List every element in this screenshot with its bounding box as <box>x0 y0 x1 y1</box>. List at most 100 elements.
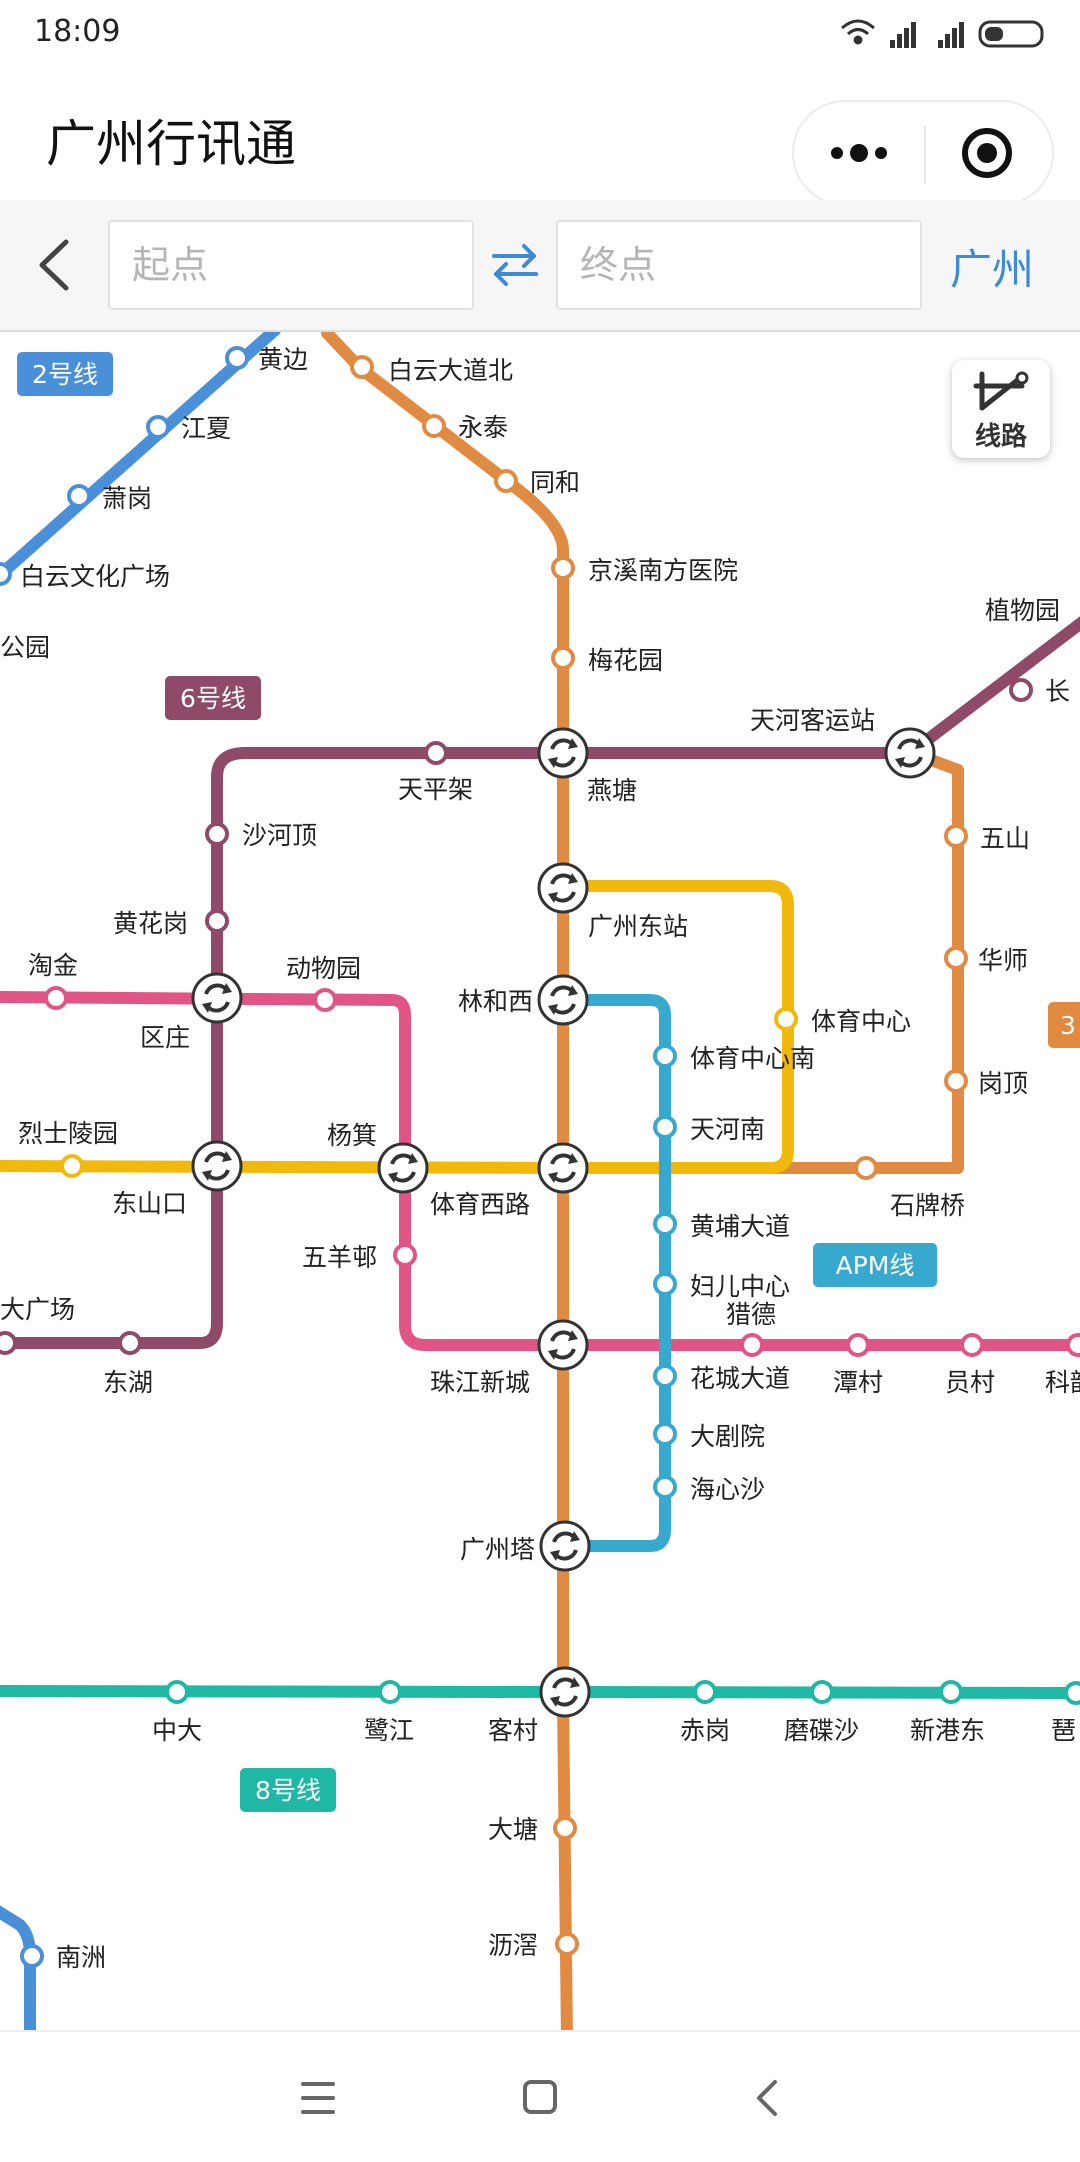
station-label[interactable]: 体育中心 <box>811 1007 911 1036</box>
back-icon[interactable] <box>733 2062 803 2132</box>
station-label[interactable]: 琶 <box>1051 1716 1076 1745</box>
station-label[interactable]: 华师 <box>978 946 1028 975</box>
station-node[interactable] <box>225 346 249 370</box>
station-node[interactable] <box>424 741 448 765</box>
station-node[interactable] <box>60 1154 84 1178</box>
swap-icon[interactable] <box>488 242 542 288</box>
station-label[interactable]: 萧岗 <box>102 484 152 513</box>
station-node[interactable] <box>740 1333 764 1357</box>
station-node[interactable] <box>693 1680 717 1704</box>
station-label[interactable]: 体育西路 <box>430 1190 530 1219</box>
line-tag-2[interactable]: 2号线 <box>17 352 113 396</box>
interchange-icon[interactable] <box>537 974 589 1026</box>
interchange-icon[interactable] <box>377 1142 429 1194</box>
station-label[interactable]: 东湖 <box>103 1368 153 1397</box>
interchange-icon[interactable] <box>537 862 589 914</box>
station-label[interactable]: 沙河顶 <box>242 821 317 850</box>
station-label[interactable]: 区庄 <box>140 1023 190 1052</box>
station-label[interactable]: 赤岗 <box>680 1716 730 1745</box>
station-node[interactable] <box>653 1475 677 1499</box>
interchange-icon[interactable] <box>191 972 243 1024</box>
station-label[interactable]: 花城大道 <box>690 1364 790 1393</box>
station-label[interactable]: 广州塔 <box>460 1535 535 1564</box>
station-node[interactable] <box>551 556 575 580</box>
station-label[interactable]: 梅花园 <box>588 646 663 675</box>
station-node[interactable] <box>810 1680 834 1704</box>
station-node[interactable] <box>944 824 968 848</box>
interchange-icon[interactable] <box>884 727 936 779</box>
station-node[interactable] <box>653 1364 677 1388</box>
station-label[interactable]: 体育中心南 <box>690 1044 815 1073</box>
interchange-icon[interactable] <box>537 1319 589 1371</box>
station-label[interactable]: 大剧院 <box>690 1422 765 1451</box>
station-label[interactable]: 永泰 <box>458 413 508 442</box>
station-label[interactable]: 白云大道北 <box>388 356 513 385</box>
station-label[interactable]: 员村 <box>945 1368 995 1397</box>
station-node[interactable] <box>146 415 170 439</box>
station-node[interactable] <box>165 1680 189 1704</box>
station-node[interactable] <box>653 1115 677 1139</box>
interchange-icon[interactable] <box>539 1520 591 1572</box>
station-label[interactable]: 植物园 <box>985 596 1060 625</box>
station-label[interactable]: 东山口 <box>112 1189 187 1218</box>
station-node[interactable] <box>846 1333 870 1357</box>
station-node[interactable] <box>0 1331 17 1355</box>
station-node[interactable] <box>653 1422 677 1446</box>
station-node[interactable] <box>653 1044 677 1068</box>
more-dots-icon[interactable] <box>794 102 924 204</box>
metro-map-canvas[interactable]: 2号线 6号线 APM线 8号线 3 黄边 白云大道北 江夏 永泰 萧岗 同和 … <box>0 332 1080 2030</box>
interchange-icon[interactable] <box>537 727 589 779</box>
station-node[interactable] <box>854 1156 878 1180</box>
station-node[interactable] <box>20 1944 44 1968</box>
station-node[interactable] <box>653 1212 677 1236</box>
station-node[interactable] <box>205 822 229 846</box>
line-tag-apm[interactable]: APM线 <box>813 1243 937 1287</box>
station-label[interactable]: 五山 <box>980 824 1030 853</box>
station-label[interactable]: 公园 <box>0 633 50 662</box>
menu-icon[interactable] <box>283 2062 353 2132</box>
station-label[interactable]: 磨碟沙 <box>784 1716 859 1745</box>
station-label[interactable]: 烈士陵园 <box>18 1119 118 1148</box>
station-label[interactable]: 鹭江 <box>364 1716 414 1745</box>
station-node[interactable] <box>944 1069 968 1093</box>
start-input[interactable] <box>110 222 472 308</box>
station-label[interactable]: 杨箕 <box>327 1121 377 1150</box>
station-label[interactable]: 猎德 <box>726 1300 776 1329</box>
metro-map[interactable]: 2号线 6号线 APM线 8号线 3 黄边 白云大道北 江夏 永泰 萧岗 同和 … <box>0 332 1080 2030</box>
station-label[interactable]: 天河客运站 <box>750 706 875 735</box>
station-label[interactable]: 京溪南方医院 <box>588 556 738 585</box>
station-label[interactable]: 珠江新城 <box>430 1368 530 1397</box>
station-node[interactable] <box>653 1272 677 1296</box>
station-node[interactable] <box>350 355 374 379</box>
station-label[interactable]: 淘金 <box>28 951 78 980</box>
target-icon[interactable] <box>926 102 1052 204</box>
home-icon[interactable] <box>505 2062 575 2132</box>
station-label[interactable]: 燕塘 <box>587 776 637 805</box>
station-label[interactable]: 岗顶 <box>978 1069 1028 1098</box>
station-label[interactable]: 白云文化广场 <box>20 562 170 591</box>
station-node[interactable] <box>422 414 446 438</box>
station-label[interactable]: 科韵 <box>1045 1368 1080 1397</box>
station-node[interactable] <box>0 562 12 586</box>
station-node[interactable] <box>118 1331 142 1355</box>
station-node[interactable] <box>774 1007 798 1031</box>
station-label[interactable]: 大广场 <box>0 1295 75 1324</box>
station-label[interactable]: 林和西 <box>458 987 533 1016</box>
station-node[interactable] <box>944 946 968 970</box>
back-icon[interactable] <box>28 230 84 300</box>
station-node[interactable] <box>205 909 229 933</box>
station-node[interactable] <box>555 1932 579 1956</box>
station-node[interactable] <box>313 988 337 1012</box>
station-label[interactable]: 大塘 <box>488 1815 538 1844</box>
line-tag-3[interactable]: 3 <box>1048 1002 1080 1048</box>
interchange-icon[interactable] <box>537 1142 589 1194</box>
station-node[interactable] <box>494 469 518 493</box>
route-button[interactable]: 线路 <box>952 360 1050 458</box>
station-node[interactable] <box>378 1680 402 1704</box>
line-tag-6[interactable]: 6号线 <box>165 676 261 720</box>
station-label[interactable]: 长 <box>1045 677 1070 706</box>
station-node[interactable] <box>960 1333 984 1357</box>
station-label[interactable]: 海心沙 <box>690 1475 765 1504</box>
station-label[interactable]: 中大 <box>152 1716 202 1745</box>
station-node[interactable] <box>553 1816 577 1840</box>
